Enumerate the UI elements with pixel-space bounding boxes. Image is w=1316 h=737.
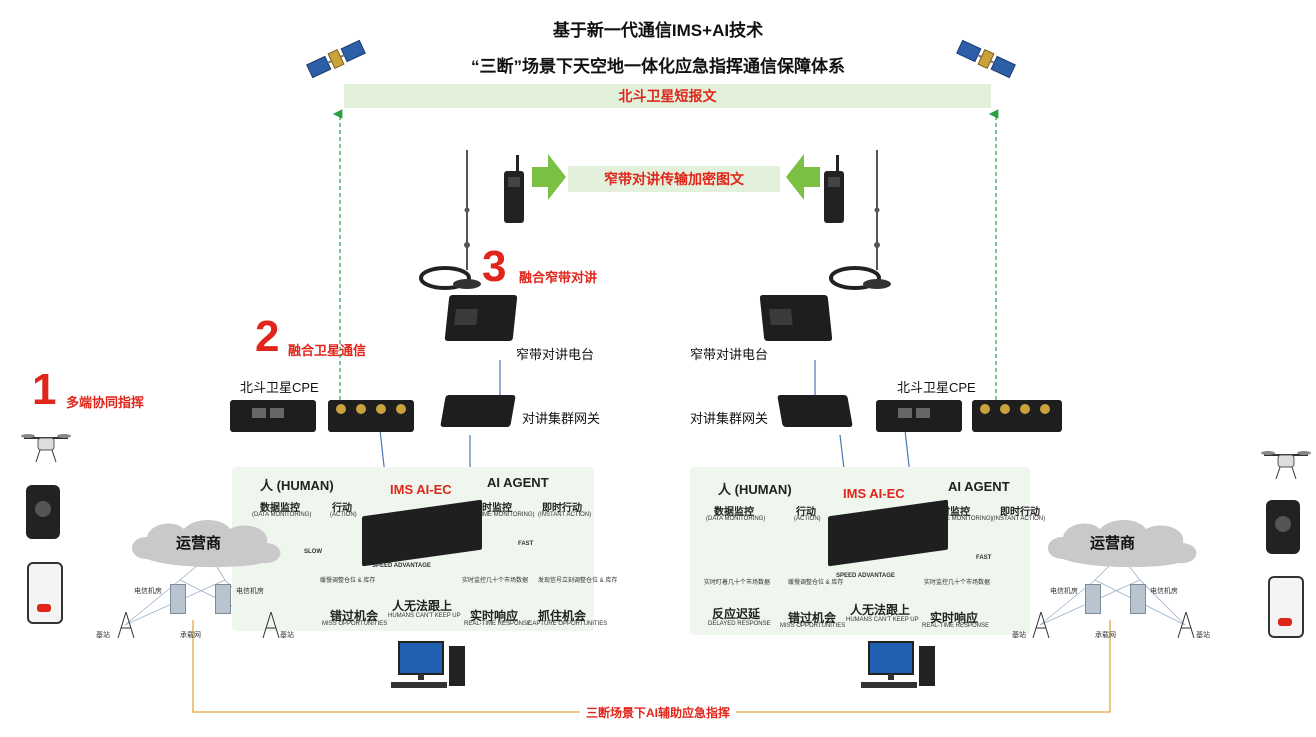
base-station-label-right-2: 基站 (1196, 630, 1210, 640)
base-station-icon-left-2 (260, 612, 282, 638)
drone-icon-right (1260, 445, 1312, 485)
smartphone-icon-left (27, 562, 63, 624)
beidou-cpe-device-right-b (972, 400, 1062, 432)
panel-right-cant-keep-up: 人无法跟上 (850, 601, 910, 618)
drone-icon-left (20, 428, 72, 468)
green-arrow-right-icon (532, 152, 566, 202)
telecom-room-label-right-1: 电信机房 (1050, 586, 1078, 596)
panel-cant-keep-up: 人无法跟上 (392, 597, 452, 614)
panel-realtime-response-en: REAL-TIME RESPONSE (464, 621, 531, 627)
panel-miss-chance-en: MISS OPPORTUNITIES (322, 621, 387, 627)
panel-instant-action-en: (INSTANT ACTION) (538, 512, 591, 518)
panel-fast: FAST (518, 541, 533, 547)
body-camera-icon-left (26, 485, 60, 539)
panel-right-data-monitoring-en: (DATA MONITORING) (706, 516, 765, 522)
server-rack-icon-left-2 (215, 584, 231, 614)
base-station-icon-right-2 (1175, 612, 1197, 638)
narrowband-bar-label: 窄带对讲传输加密图文 (604, 169, 744, 189)
step-label-3: 融合窄带对讲 (519, 267, 597, 286)
panel-right-realtime-response-en: REAL-TIME RESPONSE (922, 623, 989, 629)
panel-speed: SPEED ADVANTAGE (372, 563, 431, 569)
beidou-cpe-device-right-a (876, 400, 962, 432)
walkie-talkie-icon-left (500, 155, 528, 225)
bearer-network-label-left: 承载网 (180, 630, 201, 640)
panel-right-realtime-data-human: 实时盯着几十个市场数据 (704, 577, 770, 586)
antenna-icon-right (825, 150, 905, 295)
radio-station-label-right: 窄带对讲电台 (690, 344, 768, 363)
panel-slow-adjust: 缓慢调整仓位 & 库存 (320, 575, 375, 584)
gateway-label-left: 对讲集群网关 (522, 408, 600, 427)
panel-right-miss-chance-en: MISS OPPORTUNITIES (780, 623, 845, 629)
server-rack-icon-right-1 (1085, 584, 1101, 614)
body-camera-icon-right (1266, 500, 1300, 554)
desktop-computer-icon-right (855, 640, 940, 690)
step-number-1: 1 (32, 368, 56, 412)
step-number-3: 3 (482, 245, 506, 289)
panel-right-cant-keep-up-en: HUMANS CAN'T KEEP UP (846, 617, 919, 623)
bearer-network-label-right: 承载网 (1095, 630, 1116, 640)
beidou-cpe-label-left: 北斗卫星CPE (240, 377, 319, 396)
step-label-1: 多端协同指挥 (66, 392, 144, 411)
radio-station-device-left (445, 295, 518, 341)
base-station-label-right-1: 基站 (1012, 630, 1026, 640)
radio-station-label-left: 窄带对讲电台 (516, 344, 594, 363)
beidou-cpe-device-left-a (230, 400, 316, 432)
panel-right-speed: SPEED ADVANTAGE (836, 573, 895, 579)
panel-right-action-en: (ACTION) (794, 516, 821, 522)
narrowband-bar: 窄带对讲传输加密图文 (568, 166, 780, 192)
base-station-label-left-2: 基站 (280, 630, 294, 640)
panel-catch-chance-en: CAPTURE OPPORTUNITIES (528, 621, 607, 627)
panel-slow: SLOW (304, 549, 322, 555)
panel-right-human-title: 人 (HUMAN) (718, 479, 792, 498)
panel-realtime-data: 实时监控几十个市场数据 (462, 575, 528, 584)
ims-ai-ec-label-right: IMS AI-EC (843, 486, 905, 501)
smartphone-icon-right (1268, 576, 1304, 638)
panel-right-fast: FAST (976, 555, 991, 561)
panel-cant-keep-up-en: HUMANS CAN'T KEEP UP (388, 613, 461, 619)
ims-ai-ec-label-left: IMS AI-EC (390, 482, 452, 497)
operator-label-right: 运营商 (1090, 532, 1135, 553)
operator-label-left: 运营商 (176, 532, 221, 553)
server-rack-icon-right-2 (1130, 584, 1146, 614)
base-station-icon-left-1 (115, 612, 137, 638)
desktop-computer-icon-left (385, 640, 470, 690)
gateway-device-right (777, 395, 853, 427)
radio-station-device-right (760, 295, 833, 341)
telecom-room-label-left-1: 电信机房 (134, 586, 162, 596)
server-rack-icon-left-1 (170, 584, 186, 614)
panel-catch-hint: 发现信号立刻调整仓位 & 库存 (538, 575, 617, 584)
telecom-room-label-left-2: 电信机房 (236, 586, 264, 596)
base-station-label-left-1: 基站 (96, 630, 110, 640)
bottom-caption: 三断场景下AI辅助应急指挥 (580, 706, 736, 720)
step-number-2: 2 (255, 315, 279, 359)
telecom-room-label-right-2: 电信机房 (1150, 586, 1178, 596)
step-label-2: 融合卫星通信 (288, 340, 366, 359)
gateway-label-right: 对讲集群网关 (690, 408, 768, 427)
gateway-device-left (440, 395, 516, 427)
panel-right-realtime-data: 实时监控几十个市场数据 (924, 577, 990, 586)
beidou-cpe-device-left-b (328, 400, 414, 432)
green-arrow-left-icon (786, 152, 820, 202)
beidou-cpe-label-right: 北斗卫星CPE (897, 377, 976, 396)
panel-right-delay: 反应迟延 (712, 605, 760, 622)
panel-right-ai-agent-title: AI AGENT (948, 479, 1010, 494)
panel-ai-agent-title: AI AGENT (487, 475, 549, 490)
base-station-icon-right-1 (1030, 612, 1052, 638)
panel-right-delay-en: DELAYED RESPONSE (708, 621, 771, 627)
panel-action-en: (ACTION) (330, 512, 357, 518)
panel-human-title: 人 (HUMAN) (260, 475, 334, 494)
